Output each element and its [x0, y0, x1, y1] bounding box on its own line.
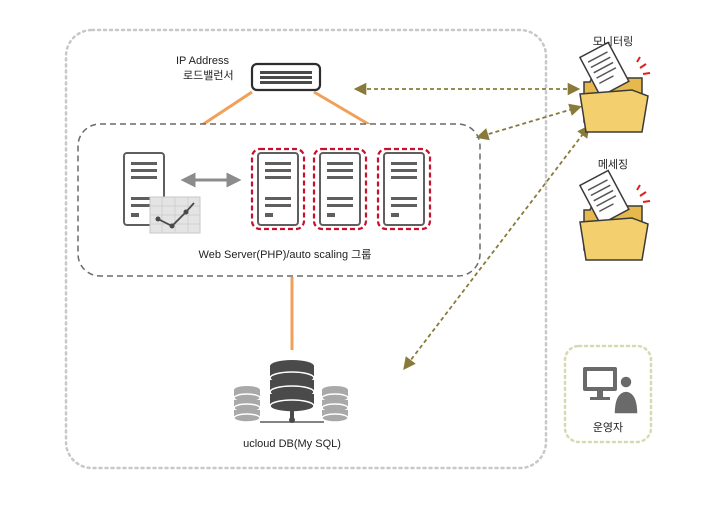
database-label: ucloud DB(My SQL): [243, 438, 341, 450]
monitoring-label: 모니터링: [592, 36, 634, 48]
scaled-server-1-icon: [250, 147, 306, 231]
scaled-server-2-icon: [312, 147, 368, 231]
database-icon: [233, 360, 349, 423]
operator-label: 운영자: [592, 422, 624, 434]
group-monitoring-arrow: [475, 103, 583, 141]
db-monitoring-arrow: [403, 124, 590, 371]
messaging-label: 메세징: [597, 159, 629, 171]
monitor-chart-icon: [149, 196, 201, 234]
monitoring-folder-icon: [578, 41, 651, 133]
lb-connector-left: [201, 90, 253, 127]
operator-boundary: [563, 344, 653, 444]
load-balancer-label-1: IP Address: [176, 55, 229, 67]
lb-connector-right: [313, 90, 371, 127]
load-balancer-icon: [250, 62, 322, 92]
auto-scaling-group-label: Web Server(PHP)/auto scaling 그룹: [198, 249, 372, 261]
operator-icon: [583, 367, 639, 415]
messaging-folder-icon: [578, 169, 651, 261]
load-balancer-label-2: 로드밸런서: [183, 70, 234, 82]
scaled-server-3-icon: [376, 147, 432, 231]
